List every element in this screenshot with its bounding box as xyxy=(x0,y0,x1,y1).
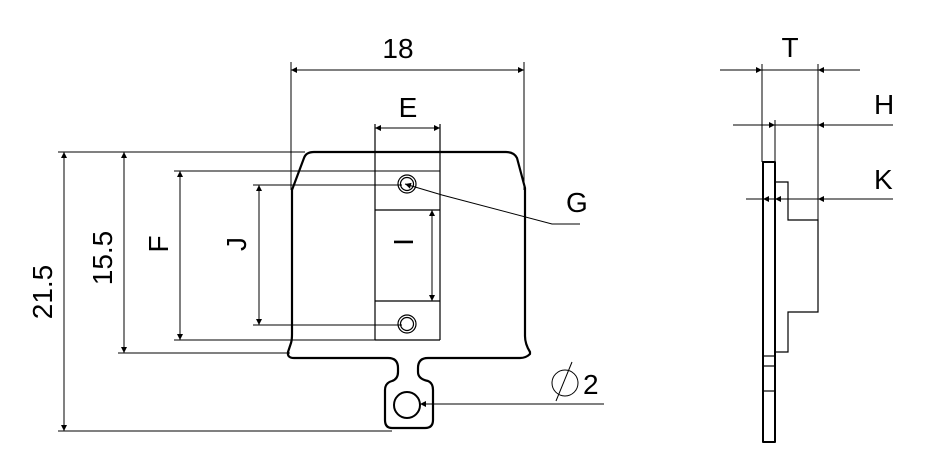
dim-t-label: T xyxy=(781,32,798,63)
dim-i-label: I xyxy=(388,238,419,246)
leader-g xyxy=(441,194,580,225)
dim-15-5-label: 15.5 xyxy=(87,231,118,286)
side-view: T H K xyxy=(720,32,894,443)
front-view: 18 E 21.5 15.5 F J I G xyxy=(27,33,604,432)
upper-hole xyxy=(397,174,417,194)
dim-k-label: K xyxy=(874,164,893,195)
side-bracket-profile xyxy=(775,181,819,353)
part-outline xyxy=(286,150,532,430)
side-plate xyxy=(762,161,776,443)
upper-hole-inner xyxy=(399,176,415,192)
dim-diameter-label: 2 xyxy=(583,369,599,400)
dim-e-label: E xyxy=(399,92,418,123)
diameter-symbol-icon xyxy=(551,361,579,402)
dim-21-5-label: 21.5 xyxy=(27,265,58,320)
mount-hole xyxy=(393,391,421,419)
lower-hole xyxy=(397,314,417,334)
dim-f-label: F xyxy=(143,235,174,252)
dim-h-label: H xyxy=(874,89,894,120)
dim-18-label: 18 xyxy=(382,33,413,64)
dim-j-label: J xyxy=(221,237,252,251)
callout-g-label: G xyxy=(566,187,588,218)
lower-hole-inner xyxy=(399,316,415,332)
